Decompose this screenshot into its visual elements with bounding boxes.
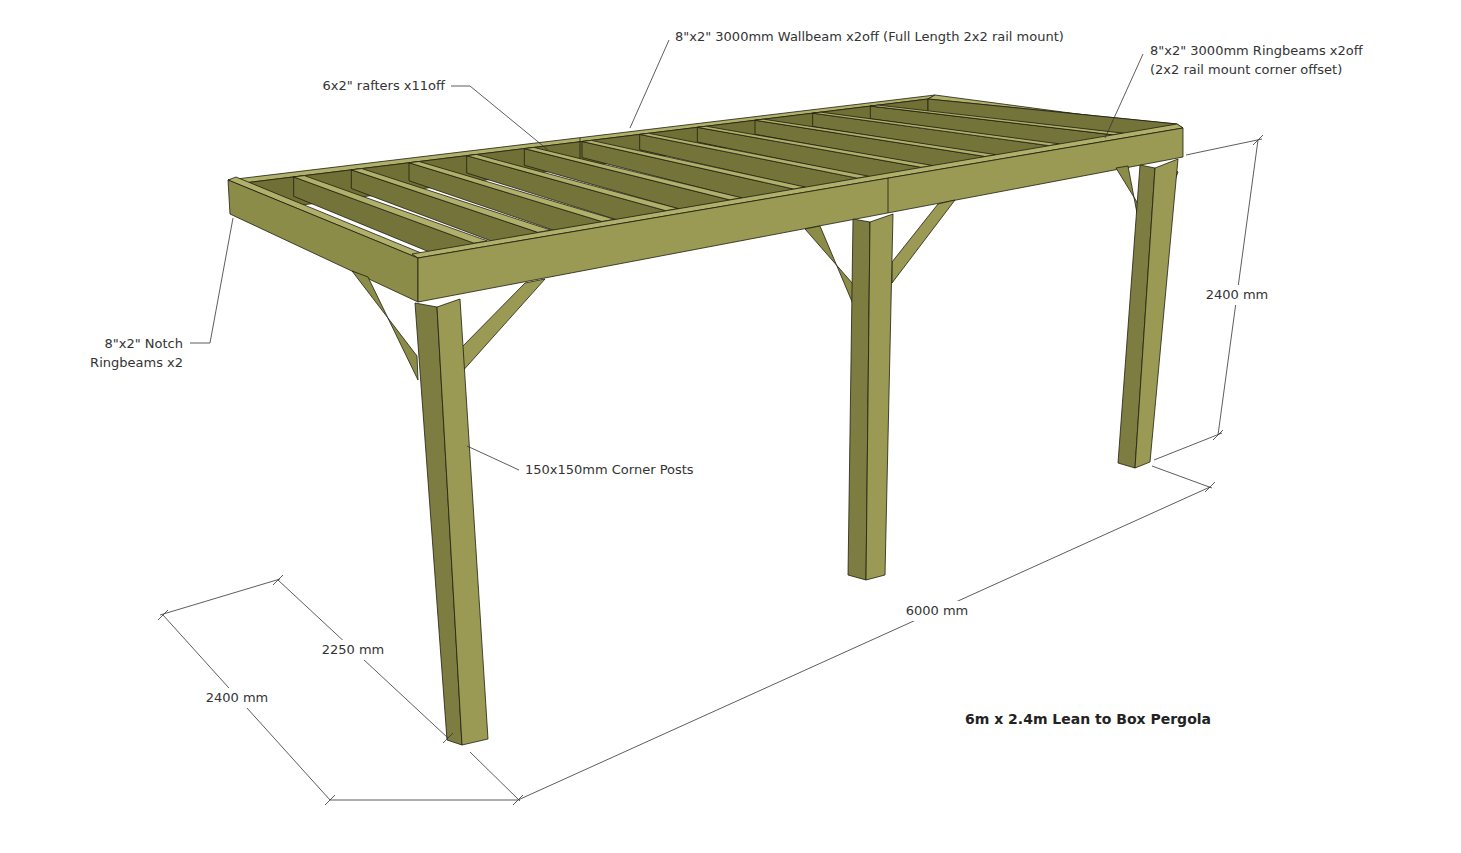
dimension-tick: [443, 733, 453, 743]
pergola-frame: [228, 95, 1183, 745]
brace: [892, 200, 955, 283]
dimension-label: 2400 mm: [1203, 285, 1272, 305]
dimension-line: [518, 487, 1210, 800]
dimension-tick: [1253, 135, 1263, 145]
corner-post: [1135, 159, 1178, 468]
brace: [805, 226, 853, 304]
diagram-title: 6m x 2.4m Lean to Box Pergola: [965, 711, 1211, 727]
dimension-label: 2400 mm: [203, 688, 272, 708]
dimension-tick: [1205, 482, 1215, 492]
callout-label: 8"x2" Notch Ringbeams x2: [71, 334, 183, 373]
extension-line: [470, 752, 520, 801]
dimension-tick: [325, 795, 335, 805]
ringbeam-joint: [888, 178, 889, 213]
brace: [352, 271, 418, 380]
dimension-tick: [273, 575, 283, 585]
notch-ringbeam-face: [228, 180, 418, 302]
leader-line: [467, 446, 519, 470]
extension-line: [1186, 139, 1262, 155]
leader-line: [190, 218, 233, 343]
ringbeam-face: [418, 128, 1183, 302]
brace: [459, 279, 545, 374]
callout-label: 8"x2" 3000mm Ringbeams x2off (2x2 rail m…: [1150, 41, 1372, 80]
dimension-label: 6000 mm: [903, 601, 972, 621]
extension-line: [330, 800, 518, 801]
dimension-tick: [158, 610, 168, 620]
leader-line: [451, 86, 548, 150]
corner-post: [437, 299, 488, 745]
ringbeam-top: [412, 124, 1183, 258]
dimension-lines: [158, 135, 1263, 805]
extension-line: [160, 579, 280, 615]
callout-label: 6x2" rafters x11off: [323, 76, 446, 96]
leader-line: [630, 40, 669, 128]
dimension-line: [163, 615, 330, 800]
dimension-line: [278, 580, 448, 738]
corner-post: [866, 214, 893, 580]
dimension-tick: [1213, 430, 1223, 440]
leader-line: [1105, 54, 1143, 138]
callout-label: 150x150mm Corner Posts: [525, 460, 694, 480]
extension-line: [1152, 466, 1212, 488]
dimension-label: 2250 mm: [319, 640, 388, 660]
callout-label: 8"x2" 3000mm Wallbeam x2off (Full Length…: [675, 27, 1064, 47]
leader-lines: [190, 40, 1143, 470]
extension-line: [1154, 433, 1222, 460]
